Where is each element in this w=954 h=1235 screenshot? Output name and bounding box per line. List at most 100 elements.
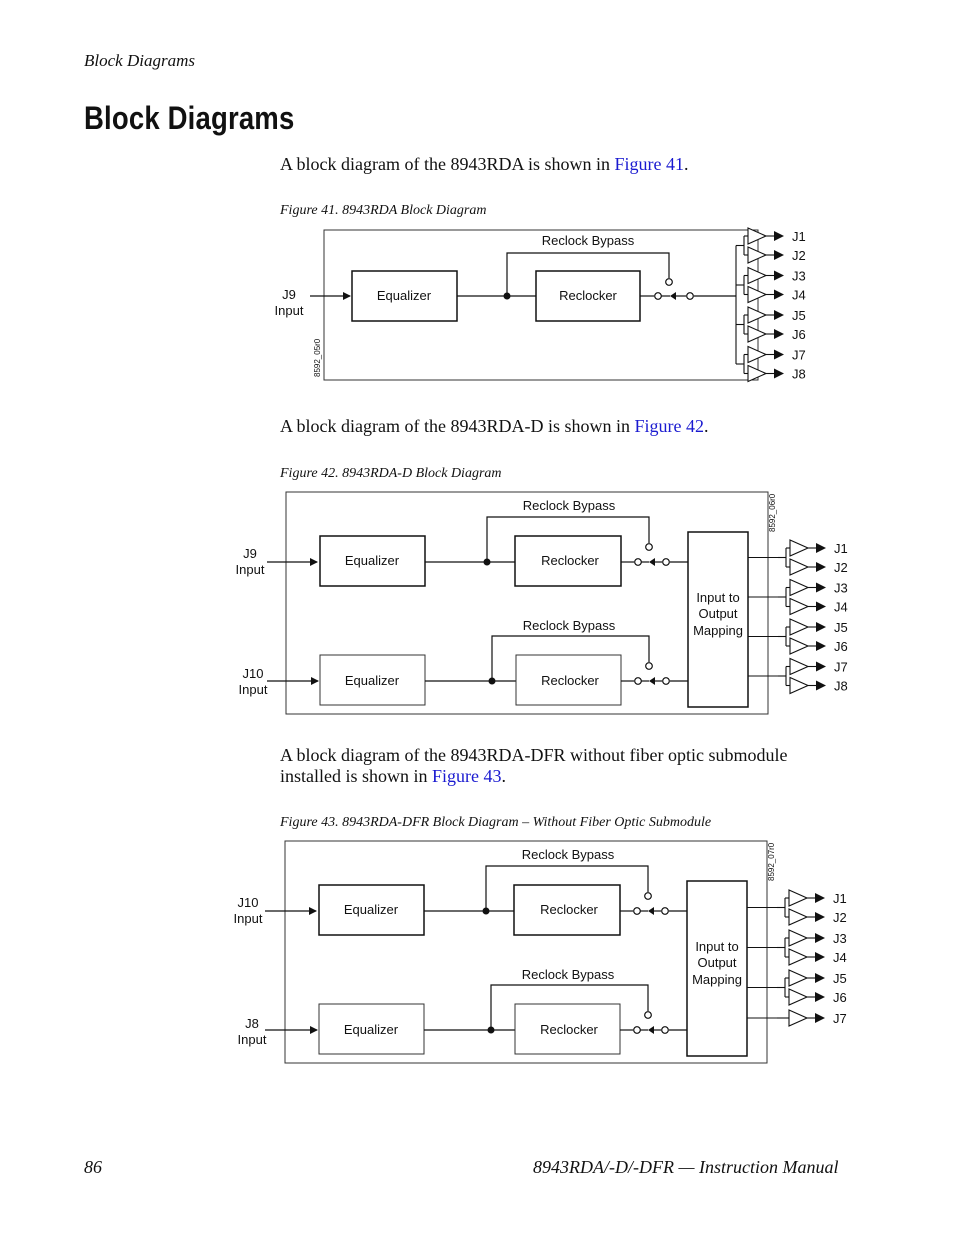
input-label-line2: Input: [234, 911, 263, 926]
output-buffer-triangle: [789, 657, 810, 676]
output-arrowhead: [816, 622, 826, 632]
input-label-line1: J10: [243, 666, 264, 681]
figure-code: 8592_05r0: [313, 338, 322, 377]
output-label-j1: J1: [833, 891, 847, 906]
output-buffer-triangle: [789, 618, 810, 636]
input-label-line1: J9: [243, 546, 257, 561]
output-buffer-triangle: [789, 597, 810, 616]
mapping-block: [686, 880, 748, 1057]
equalizer-block: [319, 654, 426, 706]
reclocker-block: [515, 654, 622, 706]
output-arrowhead: [774, 329, 784, 339]
intro-paragraph-fig41: A block diagram of the 8943RDA is shown …: [280, 154, 840, 175]
output-buffer-triangle: [747, 325, 768, 343]
output-label-j2: J2: [834, 560, 848, 575]
figure-43-diagram: 8592_07r0 J10 Input Equalizer Reclock By…: [225, 837, 865, 1072]
paragraph-text: .: [501, 766, 507, 786]
output-buffer-triangle: [788, 1009, 809, 1027]
output-arrowhead: [774, 231, 784, 241]
bypass-path: [506, 252, 670, 296]
paragraph-text: .: [683, 154, 689, 174]
equalizer-label: Equalizer: [344, 902, 399, 917]
output-buffer-triangle: [788, 988, 809, 1006]
equalizer-block: [318, 1003, 425, 1055]
input-label-line2: Input: [236, 562, 265, 577]
output-arrowhead: [815, 992, 825, 1002]
figure-41-svg: 8592_05r0 J9 Input Equalizer Reclock Byp…: [275, 227, 806, 383]
reclocker-label: Reclocker: [540, 1022, 598, 1037]
output-label-j5: J5: [792, 308, 806, 323]
output-label-j4: J4: [833, 950, 847, 965]
bypass-label: Reclock Bypass: [522, 847, 615, 862]
figure-frame: [323, 229, 759, 381]
output-label-j4: J4: [834, 600, 848, 615]
figure-frame: [284, 840, 768, 1064]
running-head: Block Diagrams: [84, 51, 195, 70]
equalizer-block: [351, 270, 458, 322]
output-label-j6: J6: [792, 327, 806, 342]
equalizer-label: Equalizer: [344, 1022, 399, 1037]
bypass-label: Reclock Bypass: [523, 618, 616, 633]
output-label-j7: J7: [792, 348, 806, 363]
figure-code: 8592_06r0: [768, 493, 777, 532]
output-label-j1: J1: [792, 229, 806, 244]
output-label-j7: J7: [834, 660, 848, 675]
output-buffer-triangle: [789, 637, 810, 655]
bypass-label: Reclock Bypass: [523, 498, 616, 513]
output-arrowhead: [815, 893, 825, 903]
output-buffer-triangle: [747, 306, 768, 324]
output-label-j5: J5: [833, 971, 847, 986]
output-arrowhead: [816, 680, 826, 691]
output-label-j6: J6: [833, 990, 847, 1005]
equalizer-label: Equalizer: [345, 553, 400, 568]
output-arrowhead: [774, 250, 784, 260]
bypass-label: Reclock Bypass: [542, 233, 635, 248]
intro-paragraph-fig43: A block diagram of the 8943RDA-DFR witho…: [280, 745, 840, 787]
output-label-j5: J5: [834, 620, 848, 635]
paragraph-text: .: [703, 416, 709, 436]
figure-41-link[interactable]: Figure 41: [614, 154, 684, 174]
output-buffer-triangle: [747, 285, 768, 304]
page-title: Block Diagrams: [84, 100, 295, 136]
output-label-j8: J8: [792, 367, 806, 382]
mapping-label-line1: Input to: [696, 590, 739, 605]
output-buffer-triangle: [747, 227, 768, 245]
output-arrowhead: [774, 270, 784, 281]
output-arrowhead: [815, 1013, 825, 1023]
output-buffer-triangle: [747, 364, 768, 383]
output-buffer-triangle: [747, 246, 768, 264]
output-buffer-triangle: [789, 539, 810, 557]
output-buffer-triangle: [747, 345, 768, 364]
switch-contact: [654, 292, 662, 300]
output-label-j1: J1: [834, 541, 848, 556]
figure-42-link[interactable]: Figure 42: [634, 416, 704, 436]
reclocker-label: Reclocker: [559, 288, 617, 303]
output-arrowhead: [816, 661, 826, 672]
figure-41-caption: Figure 41. 8943RDA Block Diagram: [280, 203, 487, 218]
equalizer-block: [319, 535, 426, 587]
switch-arrow: [670, 292, 676, 300]
paragraph-text: A block diagram of the 8943RDA-D is show…: [280, 416, 635, 436]
mapping-label-line3: Mapping: [693, 623, 743, 638]
output-arrowhead: [816, 582, 826, 593]
mapping-label-line2: Output: [698, 606, 737, 621]
output-label-j4: J4: [792, 288, 806, 303]
output-arrowhead: [815, 912, 825, 922]
reclocker-block: [514, 1003, 621, 1055]
manual-title: 8943RDA/-D/-DFR — Instruction Manual: [533, 1157, 839, 1177]
mapping-block: [687, 531, 749, 708]
output-buffer-triangle: [788, 929, 809, 947]
figure-43-link[interactable]: Figure 43: [432, 766, 502, 786]
output-arrowhead: [774, 349, 784, 360]
switch-contact: [665, 278, 673, 286]
mapping-label-line1: Input to: [695, 939, 738, 954]
output-label-j3: J3: [792, 269, 806, 284]
output-arrowhead: [815, 933, 825, 943]
page-number: 86: [84, 1157, 102, 1177]
bypass-path: [485, 865, 649, 911]
output-label-j3: J3: [834, 581, 848, 596]
output-arrowhead: [816, 641, 826, 651]
